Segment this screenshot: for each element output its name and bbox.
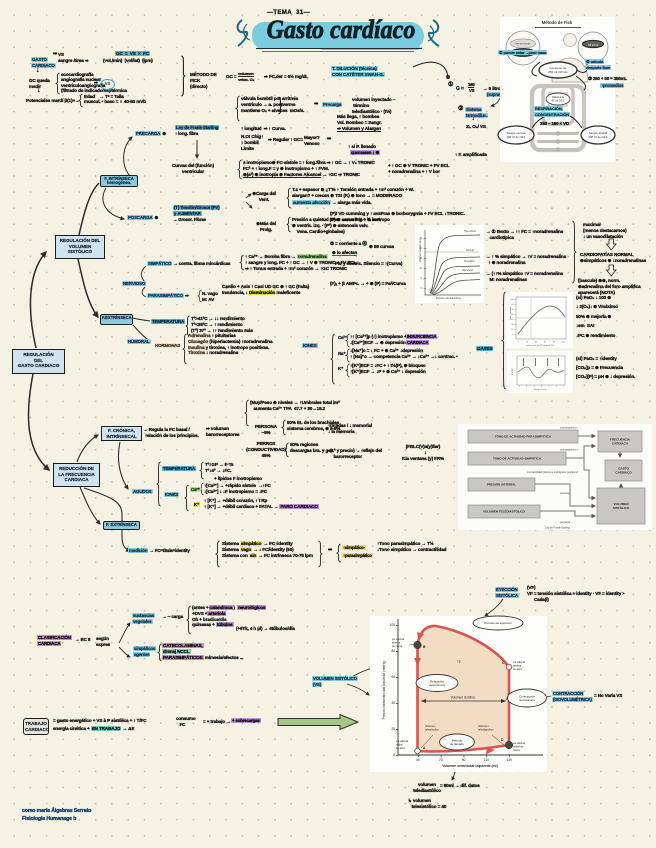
svg-text:70: 70 [439,758,443,762]
svg-text:Hipoeficaz: Hipoeficaz [462,269,474,272]
svg-text:50: 50 [416,758,420,762]
svg-text:precarga: precarga [560,520,571,524]
svg-text:Método de Fick: Método de Fick [542,20,573,25]
svg-text:Volumen sistólico: Volumen sistólico [451,696,476,700]
svg-text:cronotropismo –: cronotropismo – [560,426,579,430]
svg-text:Consumo de: Consumo de [549,66,566,70]
svg-text:160 ml de O2/L: 160 ml de O2/L [506,135,526,139]
svg-text:60: 60 [544,342,546,344]
svg-text:0: 0 [517,342,518,344]
svg-text:250 ml O2/min: 250 ml O2/min [548,70,568,74]
svg-text:80: 80 [391,649,395,653]
svg-text:CARDIACO: CARDIACO [615,470,632,474]
svg-text:TONO DE ACTIVIDAD SIMPÁTICA: TONO DE ACTIVIDAD SIMPÁTICA [493,456,542,461]
svg-text:40: 40 [535,342,537,344]
svg-text:Sangre venosa: Sangre venosa [507,131,526,135]
svg-text:isovolúmica: isovolúmica [519,698,535,702]
svg-text:telediastólico: telediastólico [478,727,494,731]
svg-text:mitral: mitral [396,742,403,746]
svg-text:Presión telediastólica: Presión telediastólica [436,296,461,300]
svg-text:saturación de O2 arterial (%): saturación de O2 arterial (%) [526,344,554,347]
svg-text:20: 20 [419,247,422,250]
svg-text:Volumen: Volumen [425,724,436,728]
svg-text:60: 60 [391,675,395,679]
svg-text:poscarga: poscarga [560,491,571,495]
svg-text:Hipereficaz: Hipereficaz [464,230,477,233]
svg-text:cronotropismo +: cronotropismo + [560,448,579,452]
svg-text:Tiempo (min): Tiempo (min) [534,389,547,391]
svg-text:La válvula: La válvula [513,660,526,664]
svg-text:Gasto cardiaco: Gasto cardiaco [509,306,512,320]
svg-text:20: 20 [511,329,513,331]
svg-text:se abre: se abre [396,746,405,750]
svg-text:Simpática: Simpática [464,260,475,263]
svg-text:80: 80 [511,314,513,316]
svg-text:aórtica: aórtica [513,663,522,667]
svg-text:TE: TE [457,660,462,664]
svg-text:80: 80 [553,342,555,344]
svg-text:200 ml de O2/L: 200 ml de O2/L [588,135,608,139]
svg-text:0: 0 [421,287,423,290]
svg-text:100: 100 [510,309,513,311]
svg-text:contractilidad (factores inotr: contractilidad (factores inotrópicos pos… [527,470,578,474]
svg-text:10: 10 [419,267,422,270]
svg-text:TONO DE ACTIVIDAD PARASIMPÁTIC: TONO DE ACTIVIDAD PARASIMPÁTICA [495,434,552,439]
svg-text:130: 130 [507,758,513,762]
svg-text:Aire en los alv.: Aire en los alv. [515,43,531,46]
svg-text:PaCO2: PaCO2 [512,368,514,375]
svg-text:CARDIACA: CARDIACA [612,441,629,445]
svg-text:telesistólico: telesistólico [425,727,439,731]
svg-text:se cierra: se cierra [392,644,403,648]
svg-text:20: 20 [526,342,528,344]
svg-text:5: 5 [421,277,423,280]
svg-text:60: 60 [511,319,513,321]
svg-text:Volumen ventricular izquierdo: Volumen ventricular izquierdo (ml) [442,764,498,768]
svg-text:40: 40 [391,701,395,705]
svg-text:Contracción: Contracción [519,694,535,698]
svg-text:Diferencia: Diferencia [552,95,564,99]
svg-text:mitral se: mitral se [513,744,524,748]
svg-text:A: A [423,746,426,750]
svg-text:C: C [502,661,505,665]
svg-text:110: 110 [484,758,489,762]
svg-text:Presión intraventricular izqui: Presión intraventricular izquierda (mmHg… [382,661,386,720]
svg-text:Período de eyección: Período de eyección [484,621,512,625]
svg-text:FRECUENCIA: FRECUENCIA [610,438,631,442]
svg-text:Período: Período [452,738,463,742]
svg-text:0: 0 [393,753,395,757]
svg-text:cierra: cierra [513,748,520,752]
svg-text:Volumen: Volumen [478,724,489,728]
svg-text:VOLUMEN: VOLUMEN [614,502,629,506]
svg-text:PRESIÓN ARTERIAL: PRESIÓN ARTERIAL [487,482,517,487]
svg-text:de llenado: de llenado [450,742,464,746]
svg-text:Normal: Normal [466,249,474,252]
svg-text:25: 25 [419,237,422,240]
svg-text:Sangre arterial: Sangre arterial [589,131,608,135]
svg-text:90: 90 [462,758,466,762]
svg-text:Volumen sistólico (ml): Volumen sistólico (ml) [419,239,422,262]
svg-text:B: B [423,645,426,649]
svg-text:40 ml O2/L: 40 ml O2/L [552,99,565,103]
svg-text:se abre: se abre [513,667,522,671]
svg-text:100: 100 [390,623,396,627]
svg-text:140: 140 [510,299,513,301]
svg-text:isovolúmica: isovolúmica [429,683,445,687]
svg-text:120: 120 [510,304,513,306]
svg-text:SISTÓLICO: SISTÓLICO [613,505,630,510]
svg-text:0: 0 [512,334,513,336]
svg-text:O2 en ml: O2 en ml [588,43,599,47]
svg-text:20: 20 [391,727,395,731]
svg-text:100: 100 [561,342,564,344]
svg-text:La válvula: La válvula [396,739,409,743]
svg-text:15: 15 [419,257,422,260]
svg-text:aórtica: aórtica [392,640,401,644]
svg-text:GASTO: GASTO [618,467,629,471]
svg-text:40: 40 [511,324,513,326]
svg-text:VOLUMEN TELEDIASTÓLICO: VOLUMEN TELEDIASTÓLICO [483,509,526,514]
svg-text:La válvula: La válvula [513,741,526,745]
svg-text:La válvula: La válvula [392,637,405,641]
svg-text:Ley de Frank-Starling: Ley de Frank-Starling [545,526,570,530]
svg-text:D: D [501,738,504,742]
svg-text:Relajación: Relajación [430,679,444,683]
